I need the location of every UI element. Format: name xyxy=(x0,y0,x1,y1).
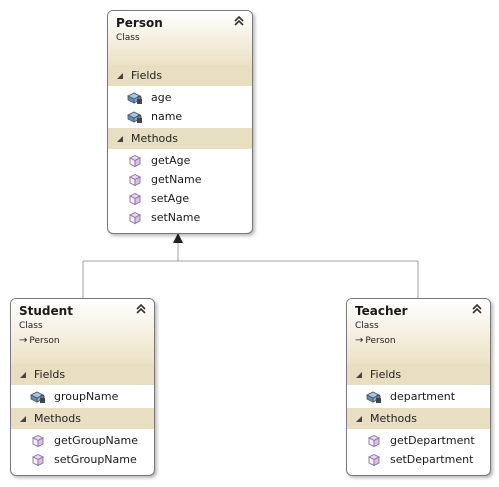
methods-label: Methods xyxy=(370,412,417,425)
field-name: name xyxy=(151,110,183,123)
fields-label: Fields xyxy=(370,368,402,381)
class-kind: Class xyxy=(19,321,43,331)
private-field-icon xyxy=(127,92,142,104)
inherits-arrow-icon xyxy=(173,233,183,243)
methods-section-header[interactable]: Methods xyxy=(11,408,154,429)
method-name: setAge xyxy=(151,192,190,205)
private-field-icon xyxy=(127,111,142,123)
field-list: department xyxy=(347,385,490,408)
methods-label: Methods xyxy=(131,132,178,145)
methods-section-header[interactable]: Methods xyxy=(347,408,490,429)
class-header[interactable]: Person Class xyxy=(108,11,252,65)
triangle-expanded-icon[interactable] xyxy=(355,371,362,378)
fields-section-header[interactable]: Fields xyxy=(347,364,490,385)
method-name: setName xyxy=(151,211,201,224)
inherits-arrow-icon: → xyxy=(355,335,364,346)
fields-label: Fields xyxy=(131,69,163,82)
double-chevron-up-icon[interactable] xyxy=(136,304,146,314)
class-name: Person xyxy=(116,16,163,30)
fields-label: Fields xyxy=(34,368,66,381)
field-list: age name xyxy=(108,86,252,128)
field-item[interactable]: groupName xyxy=(11,387,154,406)
teacher-class-box[interactable]: Teacher Class →Person Fields department … xyxy=(346,298,491,476)
method-name: getAge xyxy=(151,154,191,167)
base-class-reference: →Person xyxy=(19,335,146,346)
triangle-expanded-icon[interactable] xyxy=(19,415,26,422)
method-cube-icon xyxy=(128,154,142,167)
class-name: Student xyxy=(19,304,73,318)
private-field-icon xyxy=(30,391,45,403)
class-header[interactable]: Teacher Class →Person xyxy=(347,299,490,364)
base-class-name: Person xyxy=(365,336,396,346)
method-list: getGroupName setGroupName xyxy=(11,429,154,471)
triangle-expanded-icon[interactable] xyxy=(116,135,123,142)
method-cube-icon xyxy=(31,453,45,466)
methods-label: Methods xyxy=(34,412,81,425)
person-class-box[interactable]: Person Class Fields age name Methods get… xyxy=(107,10,253,234)
method-cube-icon xyxy=(128,173,142,186)
base-class-reference: →Person xyxy=(355,335,482,346)
method-name: getName xyxy=(151,173,202,186)
triangle-expanded-icon[interactable] xyxy=(355,415,362,422)
methods-section-header[interactable]: Methods xyxy=(108,128,252,149)
method-cube-icon xyxy=(367,453,381,466)
fields-section-header[interactable]: Fields xyxy=(11,364,154,385)
method-cube-icon xyxy=(31,434,45,447)
field-name: groupName xyxy=(54,390,119,403)
triangle-expanded-icon[interactable] xyxy=(116,72,123,79)
method-name: getDepartment xyxy=(390,434,475,447)
class-kind: Class xyxy=(116,33,140,43)
class-header[interactable]: Student Class →Person xyxy=(11,299,154,364)
field-name: department xyxy=(390,390,456,403)
field-item[interactable]: age xyxy=(108,88,252,107)
method-cube-icon xyxy=(128,192,142,205)
method-cube-icon xyxy=(128,211,142,224)
class-kind: Class xyxy=(355,321,379,331)
field-list: groupName xyxy=(11,385,154,408)
method-item[interactable]: setDepartment xyxy=(347,450,490,469)
double-chevron-up-icon[interactable] xyxy=(472,304,482,314)
method-item[interactable]: getDepartment xyxy=(347,431,490,450)
private-field-icon xyxy=(366,391,381,403)
method-name: setGroupName xyxy=(54,453,137,466)
field-item[interactable]: name xyxy=(108,107,252,126)
method-item[interactable]: setName xyxy=(108,208,252,227)
method-name: setDepartment xyxy=(390,453,474,466)
double-chevron-up-icon[interactable] xyxy=(234,16,244,26)
method-name: getGroupName xyxy=(54,434,139,447)
method-item[interactable]: getName xyxy=(108,170,252,189)
fields-section-header[interactable]: Fields xyxy=(108,65,252,86)
class-name: Teacher xyxy=(355,304,408,318)
method-item[interactable]: setGroupName xyxy=(11,450,154,469)
method-cube-icon xyxy=(367,434,381,447)
method-list: getDepartment setDepartment xyxy=(347,429,490,471)
field-name: age xyxy=(151,91,172,104)
base-class-name: Person xyxy=(29,336,60,346)
student-class-box[interactable]: Student Class →Person Fields groupName M… xyxy=(10,298,155,476)
method-list: getAge getName setAge setName xyxy=(108,149,252,229)
method-item[interactable]: getGroupName xyxy=(11,431,154,450)
triangle-expanded-icon[interactable] xyxy=(19,371,26,378)
method-item[interactable]: setAge xyxy=(108,189,252,208)
inherits-arrow-icon: → xyxy=(19,335,28,346)
field-item[interactable]: department xyxy=(347,387,490,406)
method-item[interactable]: getAge xyxy=(108,151,252,170)
